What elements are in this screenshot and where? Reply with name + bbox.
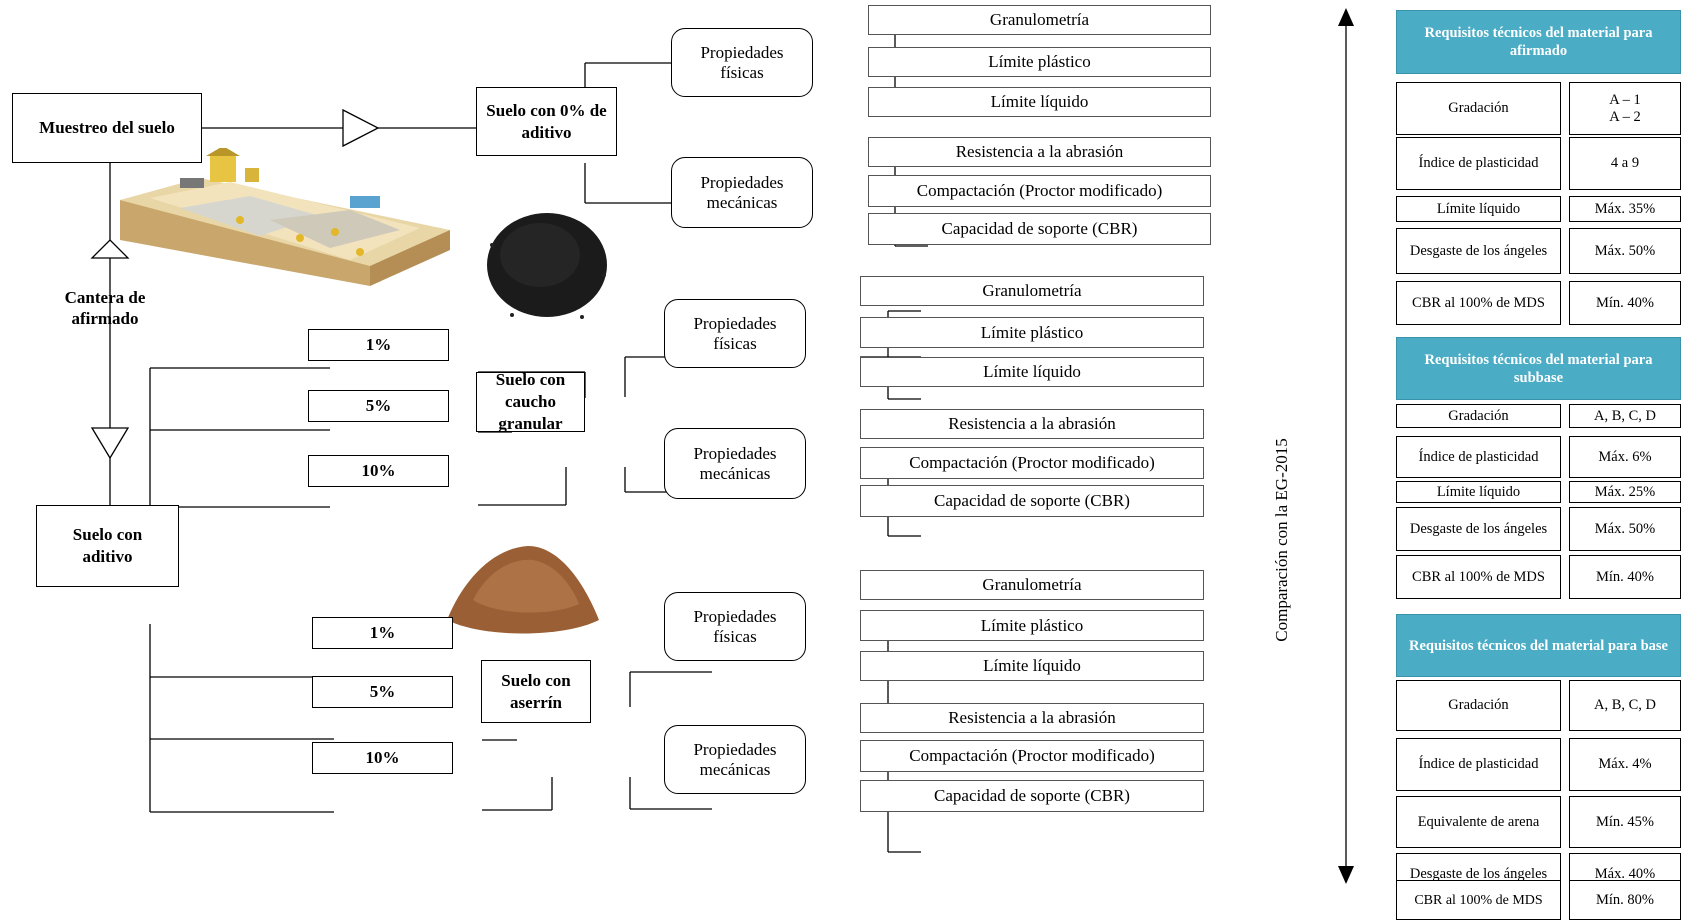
table-row-label: CBR al 100% de MDS <box>1396 880 1561 920</box>
aserrin-1pct: 1% <box>312 617 453 649</box>
compactacion-aserrin: Compactación (Proctor modificado) <box>860 740 1204 772</box>
limite-plastico-0: Límite plástico <box>868 47 1211 77</box>
table-row-label: Índice de plasticidad <box>1396 738 1561 791</box>
compactacion-caucho: Compactación (Proctor modificado) <box>860 447 1204 479</box>
table-row-value: Máx. 50% <box>1569 507 1681 551</box>
table-row-label: Equivalente de arena <box>1396 796 1561 848</box>
table-row-label: Gradación <box>1396 82 1561 135</box>
limite-plastico-caucho: Límite plástico <box>860 317 1204 348</box>
table-row-value: Máx. 50% <box>1569 228 1681 274</box>
abrasion-aserrin: Resistencia a la abrasión <box>860 703 1204 733</box>
arrow-down-icon <box>1338 866 1354 884</box>
granulometria-aserrin: Granulometría <box>860 570 1204 600</box>
arrow-up-icon <box>1338 8 1354 26</box>
propiedades-fisicas-aserrin: Propiedades físicas <box>664 592 806 661</box>
aserrin-5pct: 5% <box>312 676 453 708</box>
propiedades-mecanicas-0: Propiedades mecánicas <box>671 157 813 228</box>
caucho-10pct: 10% <box>308 455 449 487</box>
table-row-value: A – 1 A – 2 <box>1569 82 1681 135</box>
table-row-value: Mín. 40% <box>1569 555 1681 599</box>
limite-liquido-0: Límite líquido <box>868 87 1211 117</box>
table-row-label: Gradación <box>1396 680 1561 731</box>
caucho-5pct: 5% <box>308 390 449 422</box>
table-row-label: Índice de plasticidad <box>1396 137 1561 190</box>
table-row-value: A, B, C, D <box>1569 404 1681 428</box>
table-row-label: Índice de plasticidad <box>1396 436 1561 478</box>
table-afirmado-title: Requisitos técnicos del material para af… <box>1396 10 1681 74</box>
table-row-value: Máx. 6% <box>1569 436 1681 478</box>
suelo-0-aditivo-box: Suelo con 0% de aditivo <box>476 87 617 156</box>
table-row-label: CBR al 100% de MDS <box>1396 281 1561 325</box>
propiedades-mecanicas-caucho: Propiedades mecánicas <box>664 428 806 499</box>
suelo-aserrin-box: Suelo con aserrín <box>481 660 591 723</box>
limite-plastico-aserrin: Límite plástico <box>860 610 1204 641</box>
rubber-granules-image <box>487 213 607 319</box>
table-row-label: Desgaste de los ángeles <box>1396 507 1561 551</box>
cantera-afirmado-label: Cantera de afirmado <box>64 288 146 328</box>
suelo-con-aditivo-box: Suelo con aditivo <box>36 505 179 587</box>
granulometria-0: Granulometría <box>868 5 1211 35</box>
table-row-value: Mín. 80% <box>1569 880 1681 920</box>
aserrin-10pct: 10% <box>312 742 453 774</box>
quarry-illustration <box>120 148 450 286</box>
abrasion-0: Resistencia a la abrasión <box>868 137 1211 167</box>
propiedades-fisicas-caucho: Propiedades físicas <box>664 299 806 368</box>
compactacion-0: Compactación (Proctor modificado) <box>868 175 1211 207</box>
suelo-caucho-box: Suelo con caucho granular <box>476 370 585 433</box>
comparison-label: Comparación con la EG-2015 <box>1272 436 1291 644</box>
table-row-label: Gradación <box>1396 404 1561 428</box>
muestreo-suelo-box: Muestreo del suelo <box>12 93 202 163</box>
propiedades-fisicas-0: Propiedades físicas <box>671 28 813 97</box>
abrasion-caucho: Resistencia a la abrasión <box>860 409 1204 439</box>
cbr-caucho: Capacidad de soporte (CBR) <box>860 485 1204 517</box>
caucho-1pct: 1% <box>308 329 449 361</box>
table-row-label: Desgaste de los ángeles <box>1396 228 1561 274</box>
cbr-0: Capacidad de soporte (CBR) <box>868 213 1211 245</box>
table-row-label: CBR al 100% de MDS <box>1396 555 1561 599</box>
table-subbase-title: Requisitos técnicos del material para su… <box>1396 337 1681 400</box>
limite-liquido-caucho: Límite líquido <box>860 357 1204 387</box>
table-base-title: Requisitos técnicos del material para ba… <box>1396 614 1681 677</box>
granulometria-caucho: Granulometría <box>860 276 1204 306</box>
sawdust-pile-image <box>447 546 599 634</box>
limite-liquido-aserrin: Límite líquido <box>860 651 1204 681</box>
table-row-value: Máx. 35% <box>1569 196 1681 222</box>
table-row-value: Máx. 4% <box>1569 738 1681 791</box>
table-row-value: Máx. 25% <box>1569 481 1681 503</box>
table-row-value: Mín. 45% <box>1569 796 1681 848</box>
propiedades-mecanicas-aserrin: Propiedades mecánicas <box>664 725 806 794</box>
table-row-label: Límite líquido <box>1396 196 1561 222</box>
table-row-value: Mín. 40% <box>1569 281 1681 325</box>
cbr-aserrin: Capacidad de soporte (CBR) <box>860 780 1204 812</box>
table-row-label: Límite líquido <box>1396 481 1561 503</box>
table-row-value: A, B, C, D <box>1569 680 1681 731</box>
table-row-value: 4 a 9 <box>1569 137 1681 190</box>
